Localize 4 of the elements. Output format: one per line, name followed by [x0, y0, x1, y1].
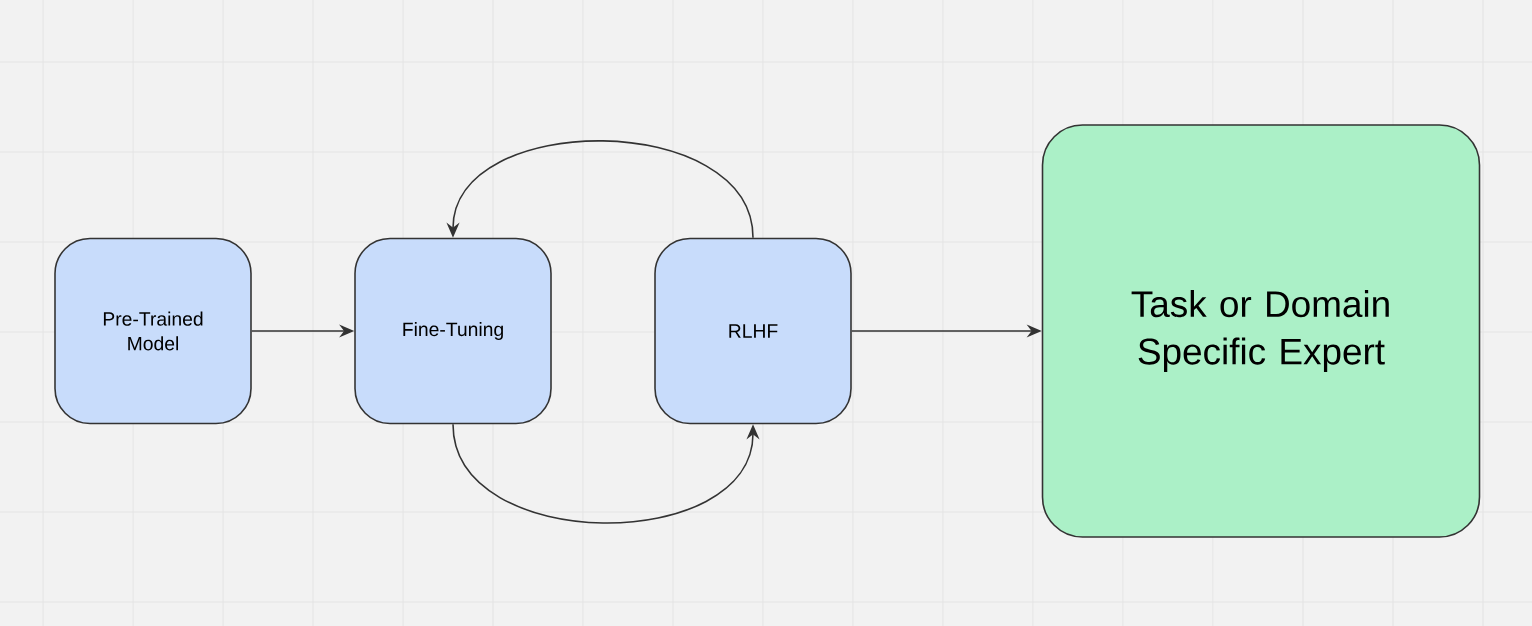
- process-box: Fine-Tuning: [354, 237, 552, 425]
- process-box: RLHF: [654, 237, 852, 425]
- result-box: Task or Domain Specific Expert: [1041, 124, 1481, 538]
- process-box: Pre-Trained Model: [54, 237, 252, 425]
